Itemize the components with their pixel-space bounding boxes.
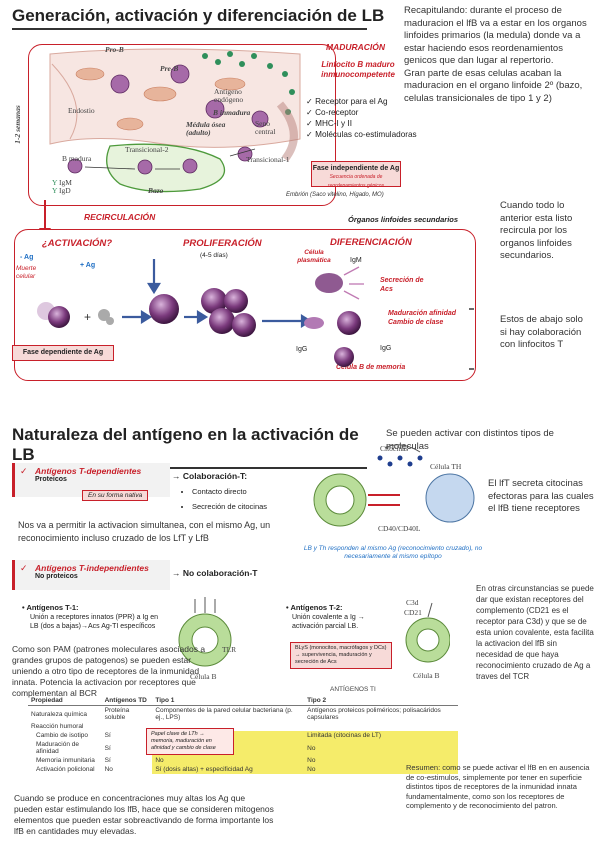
label-b-madura: B madura — [62, 154, 92, 163]
plus-ag: + Ag — [80, 262, 96, 269]
no-colab-label: → No colaboración-T — [172, 568, 258, 578]
check-icon: ✓ — [20, 563, 28, 573]
label-medula-osea: Médula ósea (adulto) — [186, 120, 226, 137]
label-b-inmadura: B inmadura — [213, 108, 251, 117]
check-icon: ✓ — [20, 466, 28, 476]
recirculacion-label: RECIRCULACIÓN — [84, 212, 156, 222]
colab-item: Secreción de citocinas — [192, 499, 267, 514]
table-row: Maduración de afinidadSíNoNo — [28, 740, 458, 756]
maduracion-label: MADURACIÓN — [326, 42, 386, 52]
t2-title: • Antígenos T-2: — [286, 603, 343, 612]
ti-sub: No proteicos — [35, 573, 78, 580]
check-item: ✓ Co-receptor — [306, 108, 359, 117]
celula-b-label-1: Célula B — [190, 672, 217, 681]
colaboracion-label: → Colaboración-T: — [172, 471, 248, 481]
dias-label: (4-5 días) — [200, 252, 228, 259]
embrion-label: Embrión (Saco vitelino, Hígado, MO) — [286, 192, 384, 198]
table-header-row: Propiedad Antígenos TD Tipo 1 Tipo 2 — [28, 696, 458, 706]
note-complemento: En otras circunstancias se puede dar que… — [476, 584, 594, 681]
cd40-label: CD40/CD40L — [378, 524, 421, 533]
table-row: Reacción humoral — [31, 723, 84, 730]
label-bazo: Bazo — [148, 186, 164, 195]
table-header: Tipo 2 — [304, 696, 458, 706]
label-semanas: 1-2 semanas — [12, 105, 22, 144]
linfocito-maduro-label: Linfocito B maduro inmunocompetente — [321, 60, 395, 79]
antigen-comparison-table: ANTÍGENOS TI Propiedad Antígenos TD Tipo… — [28, 686, 458, 774]
label-pre-b: Pre-B — [160, 64, 179, 73]
check-item: ✓ Receptor para el Ag — [306, 97, 388, 106]
activation-illustration: + — [37, 259, 474, 370]
minus-ag: - Ag — [20, 254, 34, 261]
table-super-header: ANTÍGENOS TI — [330, 686, 376, 693]
ti-title: Antígenos T-independientes — [35, 563, 149, 573]
note-pam: Como son PAM (patrones moleculares asoci… — [12, 644, 206, 698]
note-nos-va: Nos va a permitir la activacion simultan… — [18, 520, 271, 543]
fase-independiente-box: Fase independiente de Ag Secuencia orden… — [311, 161, 401, 189]
activacion-label: ¿ACTIVACIÓN? — [42, 238, 113, 249]
section2-title: Naturaleza del antígeno en la activación… — [12, 425, 382, 469]
celula-memoria-label: Célula B de memoria — [336, 364, 406, 371]
ti-antigen-box: Antígenos T-independientes No proteicos … — [12, 560, 170, 590]
label-transicional1: Transicional-1 — [246, 155, 290, 164]
label-seno-central: Seno central — [255, 119, 276, 136]
diferenciacion-label: DIFERENCIACIÓN — [330, 237, 412, 248]
note-cuando-todo: Cuando todo lo anterior esta listo recir… — [500, 200, 573, 261]
popup-lth: Papel clave de LTh → memoria, maduración… — [146, 728, 234, 755]
igm-label: IgM — [350, 257, 362, 264]
igg-label-2: IgG — [380, 345, 392, 352]
note-cuando: Cuando se produce en concentraciones muy… — [14, 793, 274, 836]
note-lft: El lfT secreta citocinas efectoras para … — [488, 478, 594, 514]
blys-box: BLyS (monocitos, macrófagos y DCs) → sup… — [290, 642, 392, 669]
celula-b-label-2: Célula B — [413, 671, 440, 680]
receptor-checklist: ✓ Receptor para el Ag ✓ Co-receptor ✓ MH… — [306, 96, 417, 140]
table-header: Propiedad — [28, 696, 102, 706]
legend-igm: Y IgM — [52, 178, 72, 187]
igg-label-1: IgG — [296, 346, 308, 353]
label-antigeno-endogeno: Antígeno endógeno — [214, 87, 244, 104]
t2-text: Unión covalente a Ig → activación parcia… — [292, 614, 365, 630]
table-header: Tipo 1 — [152, 696, 305, 706]
t1-title: • Antígenos T-1: — [22, 603, 79, 612]
cd21-label: CD21 — [404, 608, 422, 617]
ti-cells-diagram — [178, 597, 450, 667]
td-title: Antígenos T-dependientes — [35, 466, 142, 476]
table-header: Antígenos TD — [101, 696, 153, 706]
note-estos-abajo: Estos de abajo solo si hay colaboración … — [500, 314, 583, 350]
th-label: Célula TH — [430, 462, 462, 471]
note-recap: Recapitulando: durante el proceso de mad… — [404, 5, 587, 104]
colab-list: Contacto directo Secreción de citocinas — [180, 484, 267, 514]
label-pro-b: Pro-B — [105, 45, 124, 54]
label-transicional2: Transicional-2 — [125, 145, 169, 154]
proliferacion-label: PROLIFERACIÓN — [183, 238, 262, 249]
legend-igd: Y IgD — [52, 186, 71, 195]
muerte-label: Muerte celular — [16, 265, 37, 280]
section1-title: Generación, activación y diferenciación … — [12, 6, 397, 30]
secrecion-label: Secreción de Acs — [380, 277, 424, 293]
citocinas-label: Citocinas — [380, 444, 409, 453]
note-resumen: Resumen: como se puede activar el lfB en… — [406, 763, 590, 810]
table-row: Cambio de isotipoSíNo (IgM)Limitada (cit… — [28, 731, 458, 740]
lb-th-note: LB y Th responden al mismo Ag (reconocim… — [303, 545, 483, 560]
td-native-tag: En su forma nativa — [82, 490, 149, 501]
td-sub: Proteicos — [35, 476, 67, 483]
maduracion-afinidad-label: Maduración afinidad Cambio de clase — [388, 310, 457, 326]
organos-label: Órganos linfoides secundarios — [348, 215, 459, 224]
svg-text:+: + — [84, 310, 91, 324]
fase-dependiente-box: Fase dependiente de Ag — [12, 345, 114, 361]
label-endostio: Endostio — [68, 106, 95, 115]
tlr-label: TLR — [222, 645, 237, 654]
th-b-cell-diagram — [313, 444, 475, 527]
c3d-label: C3d — [406, 598, 419, 607]
t1-text: Unión a receptores innatos (PPR) a Ig en… — [30, 614, 159, 630]
maturation-illustration — [49, 48, 301, 193]
check-item: ✓ MHC-I y II — [306, 119, 352, 128]
check-item: ✓ Moléculas co-estimuladoras — [306, 130, 417, 139]
colab-item: Contacto directo — [192, 484, 267, 499]
celula-plasmatica-label: Célula plasmática — [297, 249, 331, 264]
